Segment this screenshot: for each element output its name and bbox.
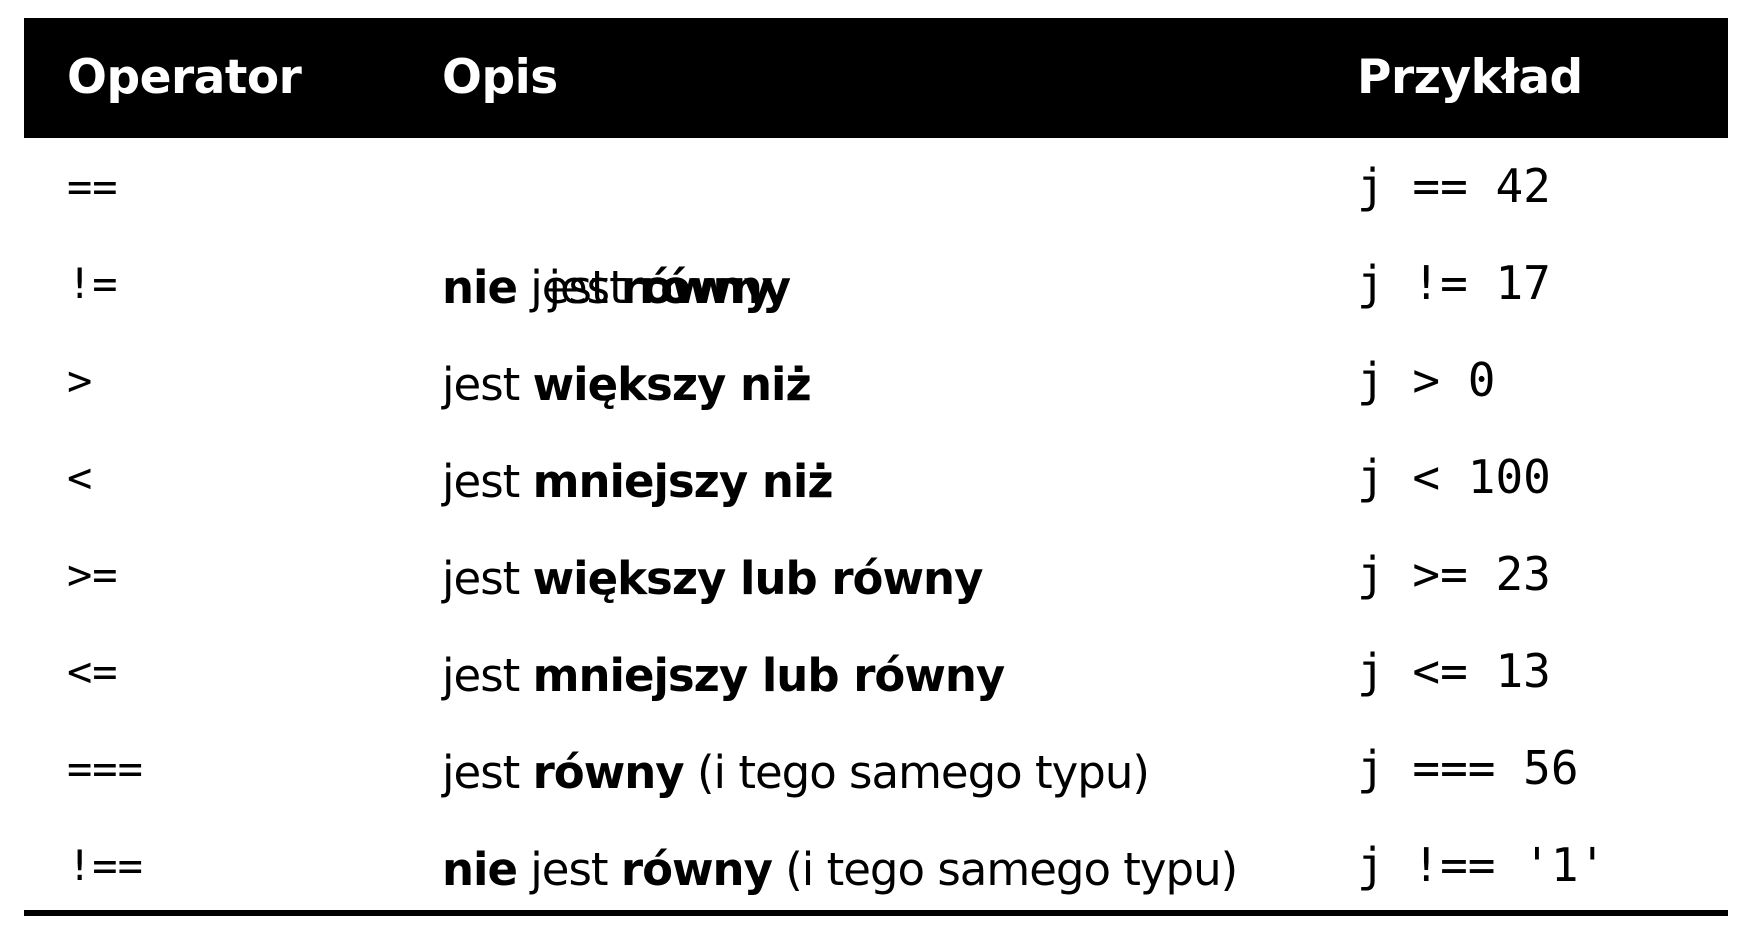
operator-cell: <= [67, 647, 118, 696]
description-cell: jest mniejszy niż [442, 433, 834, 530]
operator-cell: != [67, 259, 118, 308]
example-cell: j === 56 [1357, 741, 1579, 795]
description-part: jest [442, 552, 533, 605]
operator-cell: == [67, 162, 118, 211]
table-row: > jest większy niż j > 0 [24, 332, 1728, 429]
description-part-bold: mniejszy lub równy [532, 649, 1006, 702]
table-row: !== nie jest równy (i tego samego typu) … [24, 817, 1728, 914]
comparison-operators-table: Operator Opis Przykład == jest równy j =… [24, 18, 1728, 916]
example-cell: j !== '1' [1357, 838, 1607, 892]
description-part: jest [442, 649, 533, 702]
description-part: jest [516, 843, 621, 896]
table-row: === jest równy (i tego samego typu) j ==… [24, 720, 1728, 817]
table-row: <= jest mniejszy lub równy j <= 13 [24, 623, 1728, 720]
description-cell: jest równy (i tego samego typu) [442, 724, 1150, 821]
description-part: (i tego samego typu) [683, 746, 1150, 799]
description-part-bold: równy [639, 261, 791, 314]
operator-cell: > [67, 356, 93, 405]
description-part-bold: nie [442, 843, 518, 896]
operator-cell: >= [67, 550, 118, 599]
description-part: jest [442, 455, 533, 508]
operator-cell: === [67, 744, 143, 793]
table-row: == jest równy j == 42 [24, 138, 1728, 314]
description-part-bold: większy lub równy [532, 552, 984, 605]
description-part: jest [442, 358, 533, 411]
example-cell: j == 42 [1357, 159, 1551, 213]
example-cell: j != 17 [1357, 256, 1551, 310]
operator-cell: !== [67, 841, 143, 890]
description-part-bold: większy niż [532, 358, 812, 411]
description-cell: nie jest równy (i tego samego typu) [442, 821, 1238, 918]
table-body: == jest równy j == 42 != nie jest równy … [24, 138, 1728, 914]
table-header: Operator Opis Przykład [24, 18, 1728, 138]
example-cell: j < 100 [1357, 450, 1551, 504]
description-cell: jest większy niż [442, 336, 812, 433]
description-part: jest [442, 746, 533, 799]
description-cell: jest większy lub równy [442, 530, 984, 627]
description-part-bold: nie [442, 261, 518, 314]
table-row: != nie jest równy j != 17 [24, 235, 1728, 332]
header-operator: Operator [67, 50, 302, 105]
description-part-bold: równy [532, 746, 685, 799]
description-part-bold: mniejszy niż [532, 455, 834, 508]
example-cell: j >= 23 [1357, 547, 1551, 601]
description-part-bold: równy [620, 843, 773, 896]
example-cell: j > 0 [1357, 353, 1496, 407]
table-bottom-rule [24, 910, 1728, 916]
table-row: >= jest większy lub równy j >= 23 [24, 526, 1728, 623]
operator-cell: < [67, 453, 93, 502]
description-cell: nie jest równy [442, 239, 773, 336]
description-part: jest [516, 261, 621, 314]
header-example: Przykład [1357, 50, 1583, 105]
description-cell: jest mniejszy lub równy [442, 627, 1006, 724]
example-cell: j <= 13 [1357, 644, 1551, 698]
description-part-bold: równy [620, 261, 773, 314]
description-part: (i tego samego typu) [771, 843, 1238, 896]
description-part: jest [548, 261, 640, 314]
header-description: Opis [442, 50, 558, 105]
table-row: < jest mniejszy niż j < 100 [24, 429, 1728, 526]
description-cell: jest równy [442, 142, 791, 314]
